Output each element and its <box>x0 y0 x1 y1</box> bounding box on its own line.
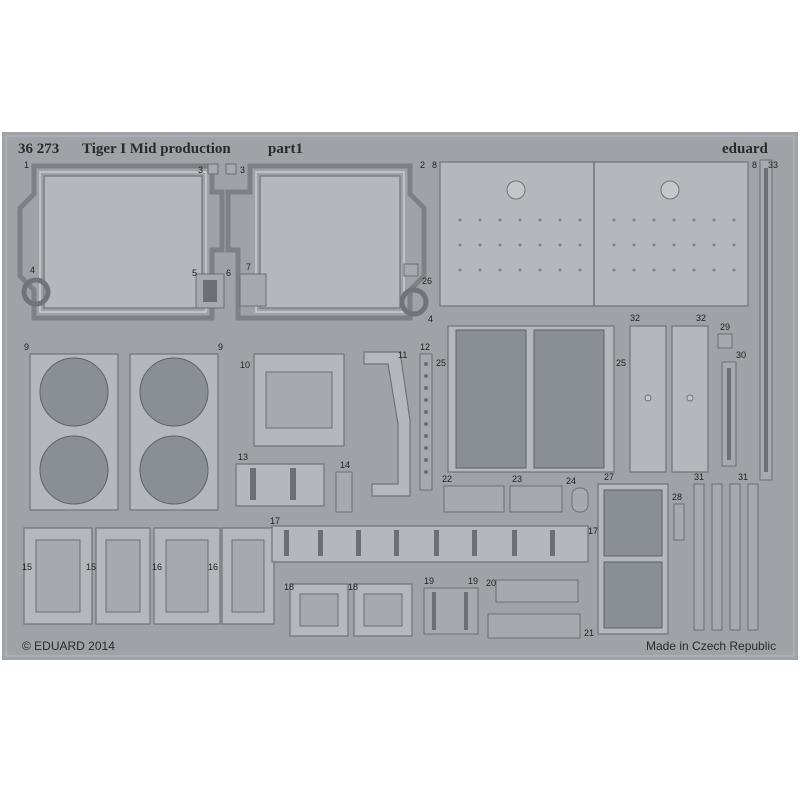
part-3-hinge-left <box>207 163 219 175</box>
part-label-27: 27 <box>604 472 614 482</box>
part-label-16b: 16 <box>208 562 218 572</box>
part-label-8b: 8 <box>752 160 757 170</box>
part-label-13: 13 <box>238 452 248 462</box>
part-16-box-left <box>153 527 221 625</box>
part-label-19b: 19 <box>468 576 478 586</box>
part-16-box-right <box>221 527 275 625</box>
part-label-28: 28 <box>672 492 682 502</box>
part-label-17a: 17 <box>270 516 280 526</box>
part-33-strip-inner <box>764 168 768 472</box>
part-23-strip <box>509 485 563 513</box>
brand-logo: eduard <box>722 141 769 157</box>
part-label-11: 11 <box>398 350 407 360</box>
part-label-25b: 25 <box>616 358 626 368</box>
part-label-32a: 32 <box>630 313 640 323</box>
part-label-31b: 31 <box>738 472 748 482</box>
part-label-26: 26 <box>422 276 432 286</box>
part-label-10: 10 <box>240 360 250 370</box>
part-label-2: 2 <box>420 160 425 170</box>
part-label-3b: 3 <box>240 165 245 175</box>
part-label-24: 24 <box>566 476 576 486</box>
part-label-7: 7 <box>246 262 251 272</box>
part-26-latch <box>403 263 419 277</box>
part-label-4a: 4 <box>30 265 35 275</box>
part-label-33: 33 <box>768 160 778 170</box>
part-21-strip <box>487 613 581 639</box>
part-8-grille-plate <box>439 161 749 307</box>
part-27-tarp-mesh <box>597 483 669 635</box>
set-code: 36 273 <box>18 141 59 157</box>
part-18-box-right-inner <box>363 593 403 627</box>
part-1-plate <box>17 163 225 321</box>
part-label-19a: 19 <box>424 576 434 586</box>
part-12-holes <box>424 362 428 474</box>
part-25-mesh-screens <box>447 325 615 473</box>
part-17-clamp-row <box>271 525 589 563</box>
part-label-25a: 25 <box>436 358 446 368</box>
part-label-22: 22 <box>442 474 452 484</box>
part-8-rivet-pattern <box>458 218 736 272</box>
part-29-square <box>717 333 733 349</box>
part-4-ring-left <box>21 277 51 307</box>
part-label-15a: 15 <box>22 562 32 572</box>
part-label-5: 5 <box>192 268 197 278</box>
fret-sheet-border <box>5 135 795 657</box>
part-label-18a: 18 <box>284 582 294 592</box>
part-15-box-right <box>95 527 151 625</box>
part-label-18b: 18 <box>348 582 358 592</box>
part-label-16a: 16 <box>152 562 162 572</box>
part-label-9a: 9 <box>24 342 29 352</box>
part-label-20: 20 <box>486 578 496 588</box>
part-20-strip <box>495 579 579 603</box>
part-9-fan-grill-left <box>29 353 119 511</box>
part-13-clamps <box>235 463 325 507</box>
part-9-fan-grill-right <box>129 353 219 511</box>
origin-text: Made in Czech Republic <box>646 639 776 653</box>
part-label-3a: 3 <box>198 165 203 175</box>
set-part: part1 <box>268 141 303 157</box>
part-label-12: 12 <box>420 342 430 352</box>
part-11-bracket <box>363 351 411 497</box>
part-2-plate <box>225 163 427 321</box>
part-label-1: 1 <box>24 160 29 170</box>
part-label-30: 30 <box>736 350 746 360</box>
part-label-9b: 9 <box>218 342 223 352</box>
part-14-clip <box>335 471 353 513</box>
copyright-text: © EDUARD 2014 <box>22 639 115 653</box>
part-label-15b: 15 <box>86 562 96 572</box>
part-label-32b: 32 <box>696 313 706 323</box>
part-label-23: 23 <box>512 474 522 484</box>
part-6-bracket-inner <box>203 280 217 302</box>
part-label-29: 29 <box>720 322 730 332</box>
part-28-tab <box>673 503 685 541</box>
part-4-ring-right <box>399 287 429 317</box>
set-title: Tiger I Mid production <box>82 141 231 157</box>
part-10-box-inner <box>265 371 333 429</box>
part-15-box-left <box>23 527 93 625</box>
part-label-21: 21 <box>584 628 594 638</box>
part-24-capsule <box>571 487 589 513</box>
part-31-rods <box>693 483 759 631</box>
part-label-31a: 31 <box>694 472 704 482</box>
part-30-rod-core <box>727 368 731 460</box>
part-7-bracket <box>239 273 267 307</box>
part-label-8: 8 <box>432 160 437 170</box>
part-22-strip <box>443 485 505 513</box>
part-label-14: 14 <box>340 460 350 470</box>
part-label-6: 6 <box>226 268 231 278</box>
part-label-17b: 17 <box>588 526 598 536</box>
part-18-box-left-inner <box>299 593 339 627</box>
part-label-4b: 4 <box>428 314 433 324</box>
part-3-hinge-right <box>225 163 237 175</box>
